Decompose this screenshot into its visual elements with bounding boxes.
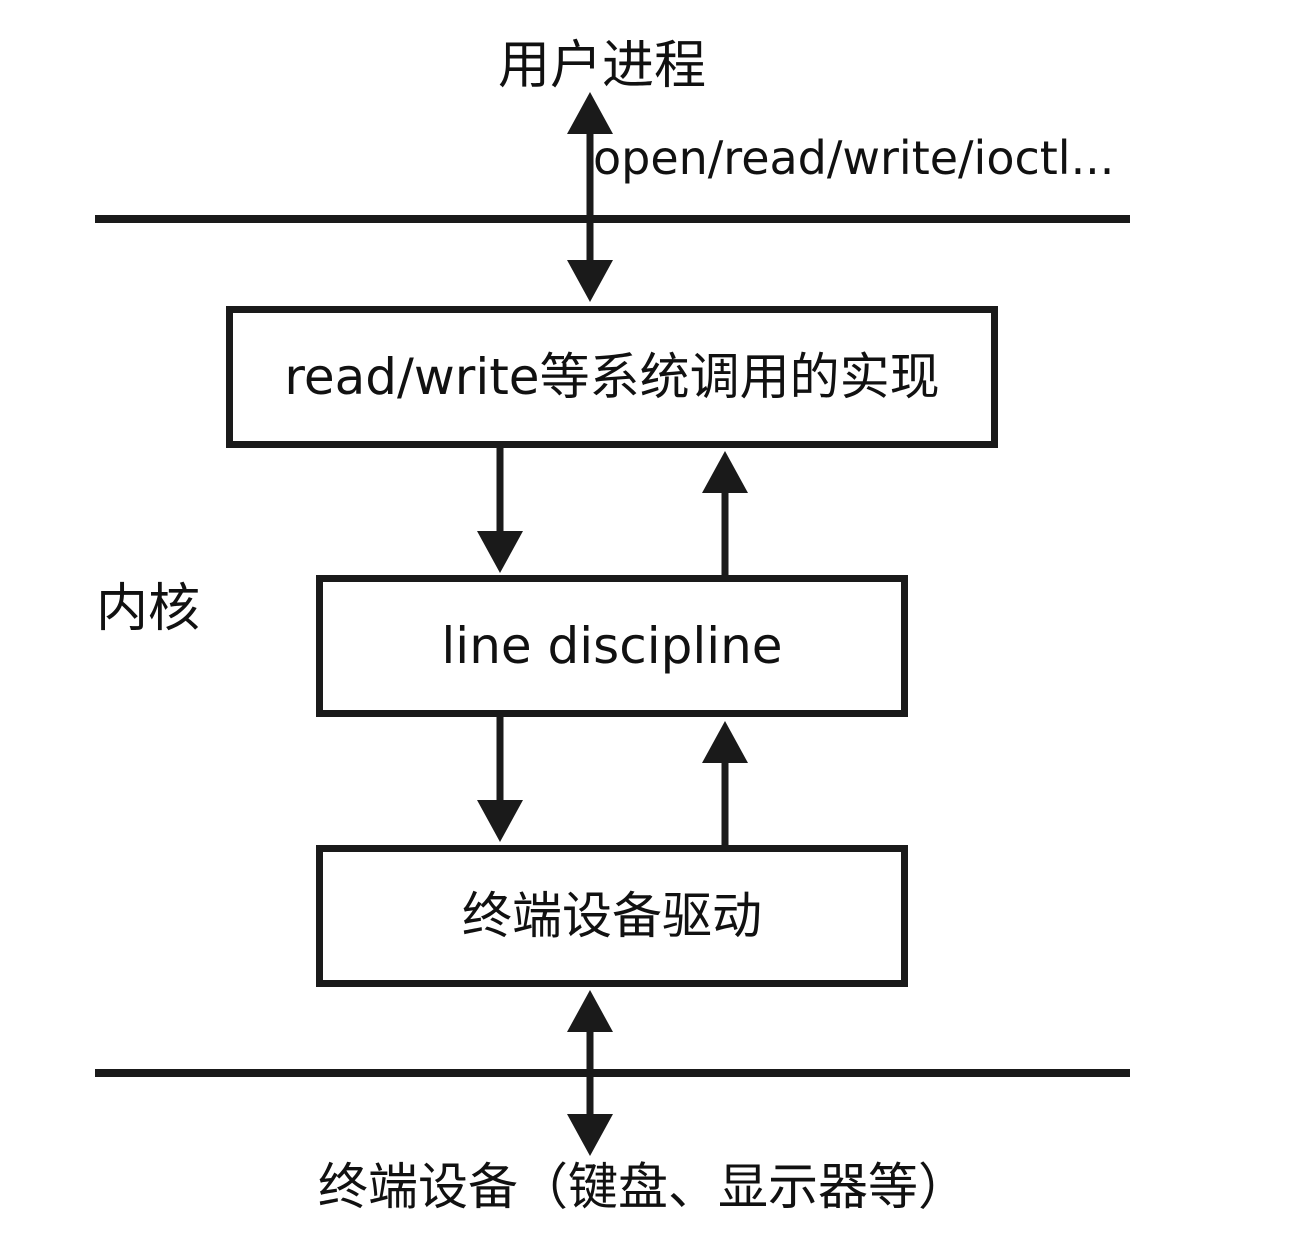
kernel-label: 内核	[96, 579, 201, 639]
syscall-implementation-box: read/write等系统调用的实现	[226, 306, 998, 448]
terminal-driver-box: 终端设备驱动	[316, 845, 908, 987]
syscall-implementation-label: read/write等系统调用的实现	[284, 348, 940, 406]
terminal-driver-label: 终端设备驱动	[462, 887, 762, 945]
line-discipline-box: line discipline	[316, 575, 908, 717]
line-discipline-label: line discipline	[441, 617, 783, 675]
terminal-device-label: 终端设备（键盘、显示器等）	[318, 1158, 968, 1216]
user-syscall-double-arrow	[567, 92, 613, 302]
line-discipline-to-driver-arrow	[477, 714, 523, 842]
driver-device-double-arrow	[567, 990, 613, 1156]
user-process-label: 用户进程	[498, 36, 707, 96]
driver-to-line-discipline-arrow	[702, 721, 748, 850]
line-discipline-to-syscall-arrow	[702, 451, 748, 580]
syscall-api-label: open/read/write/ioctl...	[593, 131, 1115, 185]
syscall-to-line-discipline-arrow	[477, 445, 523, 573]
